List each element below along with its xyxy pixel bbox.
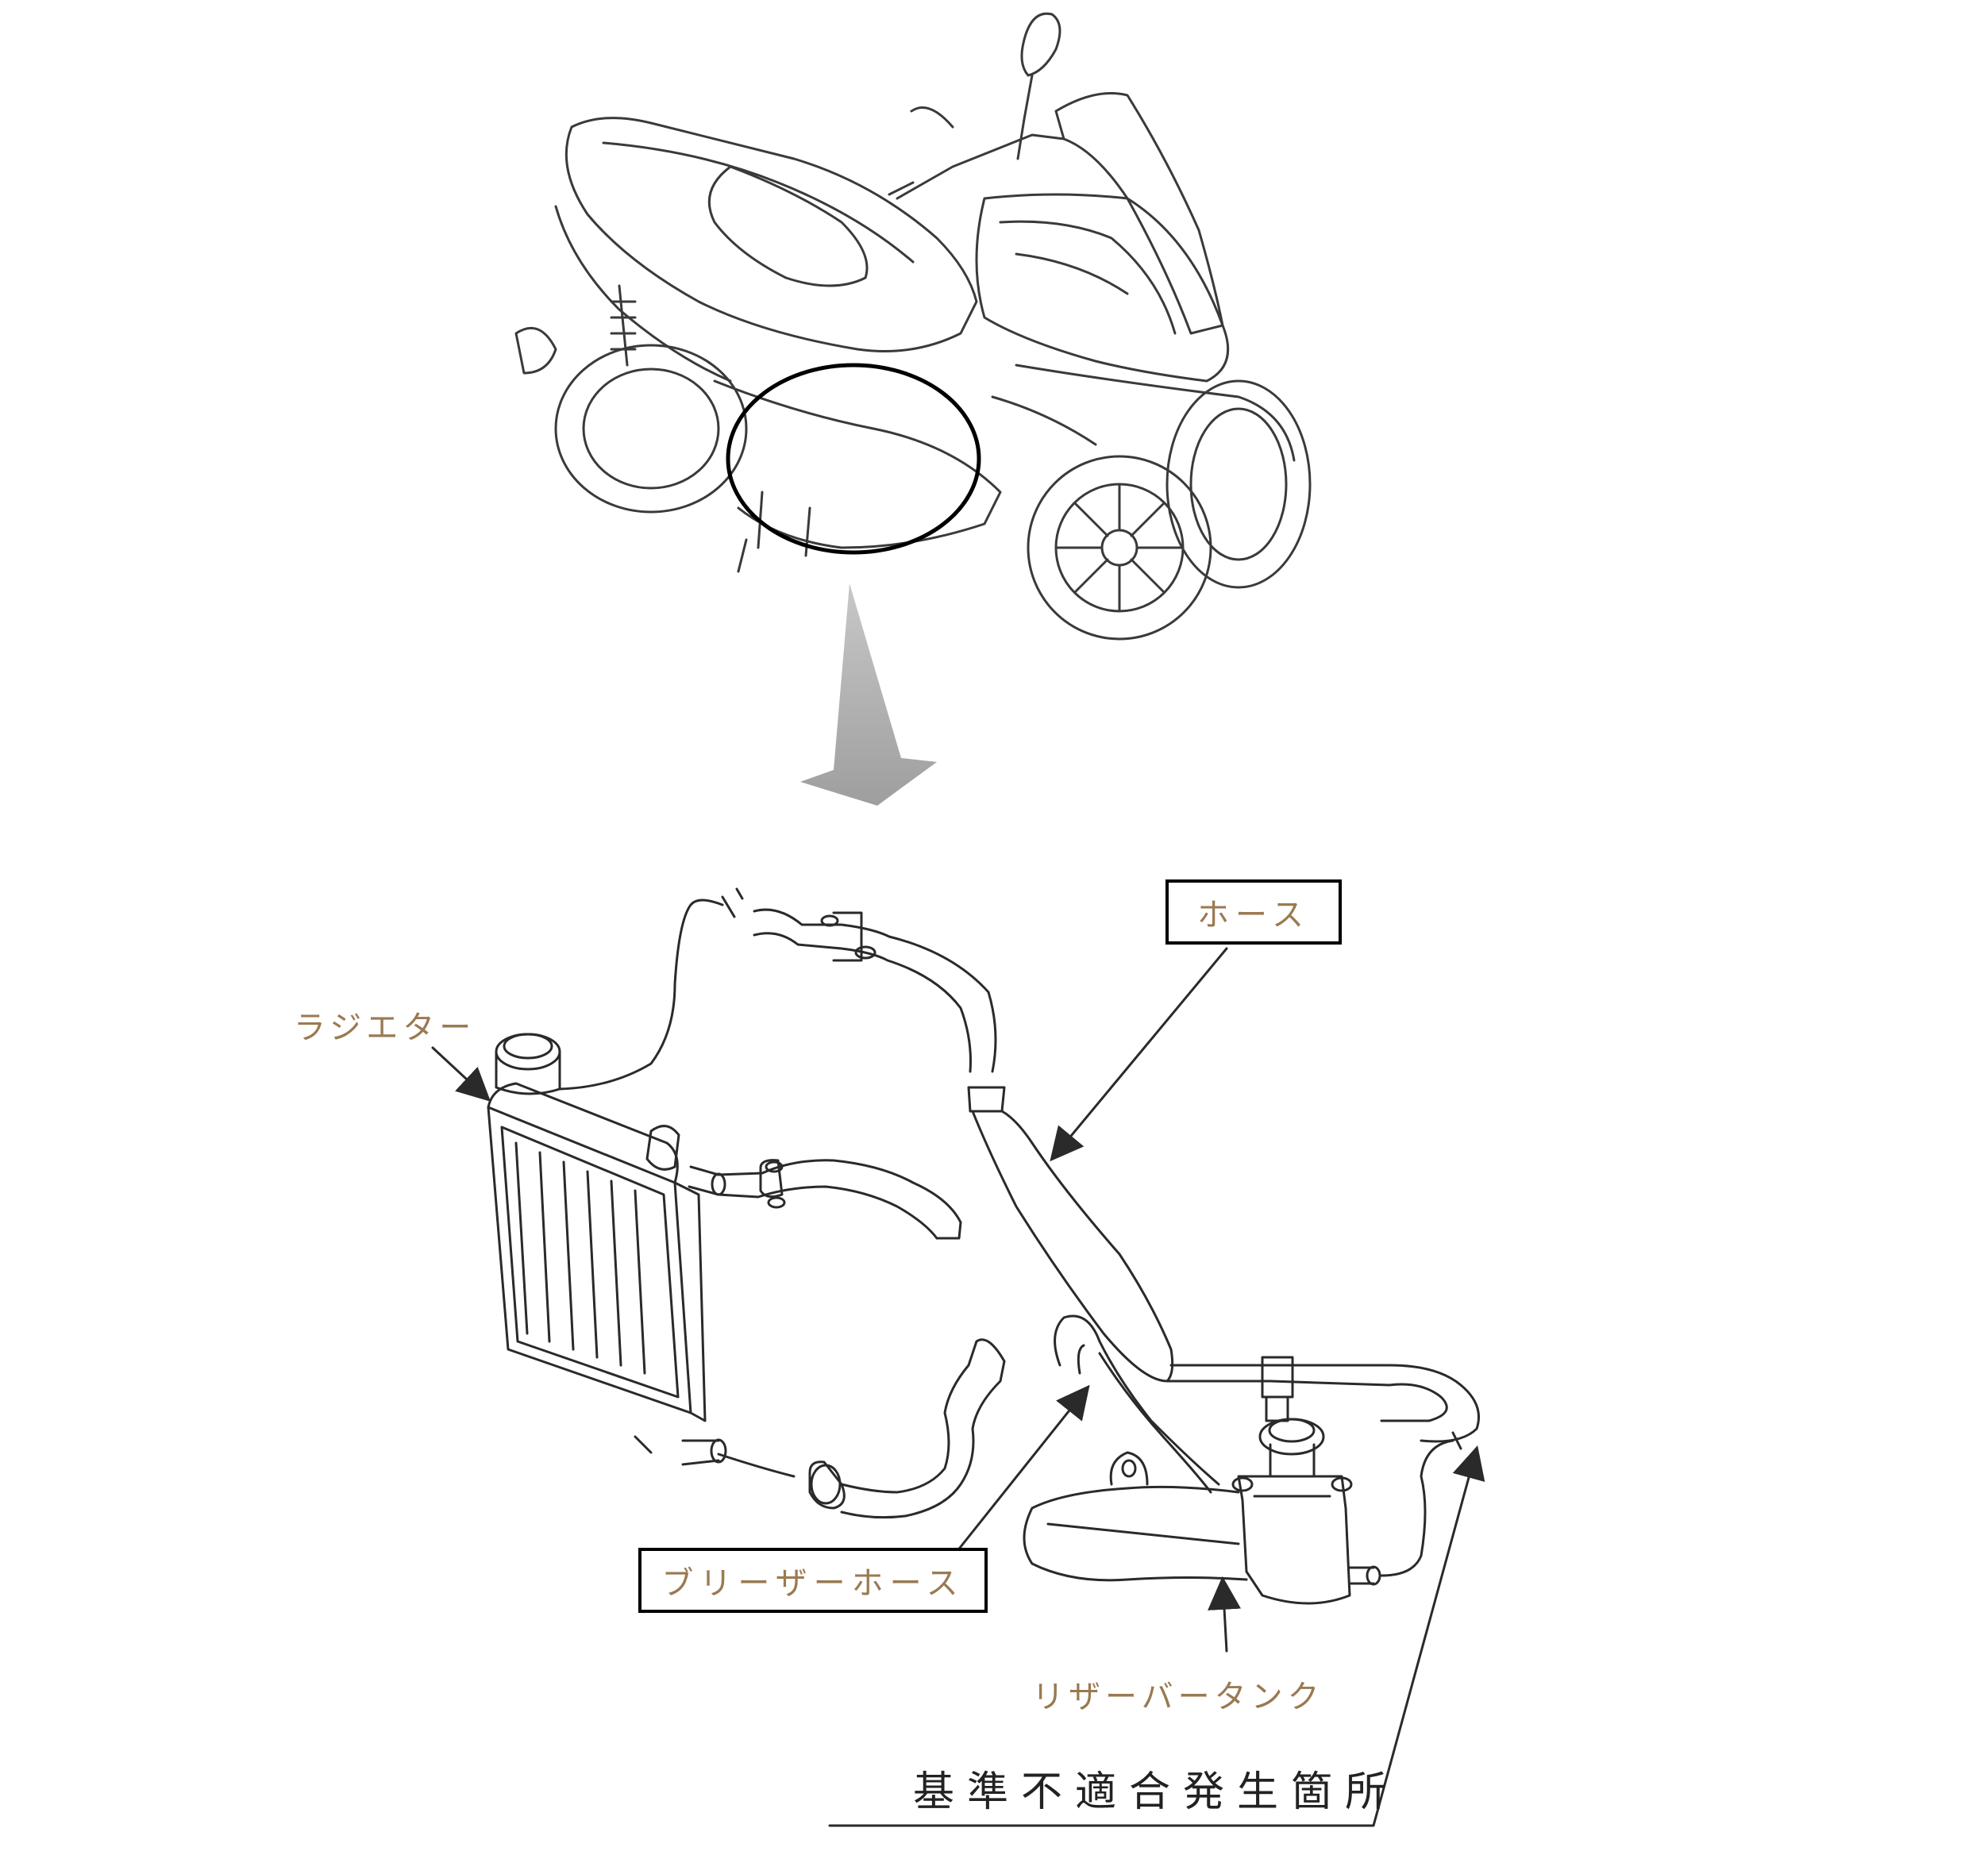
reserve-tank (1023, 1418, 1462, 1605)
upper-hose (753, 908, 1006, 1113)
breather-hose-leader (955, 1384, 1090, 1553)
breather-hose-shape (1054, 1314, 1220, 1494)
breather-hose-label: ブリーザーホース (661, 1565, 965, 1602)
hose-label: ホース (1197, 897, 1310, 933)
lower-hose (717, 1338, 1006, 1519)
reserve-tank-leader (1208, 1576, 1242, 1653)
radiator-leader (431, 1046, 491, 1102)
radiator (487, 1033, 727, 1466)
radiator-label: ラジエター (294, 1010, 476, 1046)
long-hose (971, 1110, 1480, 1443)
scooter-illustration (514, 12, 1312, 641)
hose-leader (1050, 947, 1228, 1162)
defect-leader (828, 1445, 1485, 1827)
cooling-system-diagram (431, 887, 1485, 1827)
pointer-arrow (800, 583, 937, 806)
defect-circle (726, 363, 981, 555)
hose-label-box: ホース (1165, 879, 1342, 945)
middle-hose (717, 1159, 962, 1240)
breather-hose-label-box: ブリーザーホース (638, 1548, 988, 1613)
reserve-tank-label: リザーバータンク (1032, 1679, 1324, 1715)
defect-location-label: 基準不適合発生箇所 (913, 1768, 1400, 1816)
